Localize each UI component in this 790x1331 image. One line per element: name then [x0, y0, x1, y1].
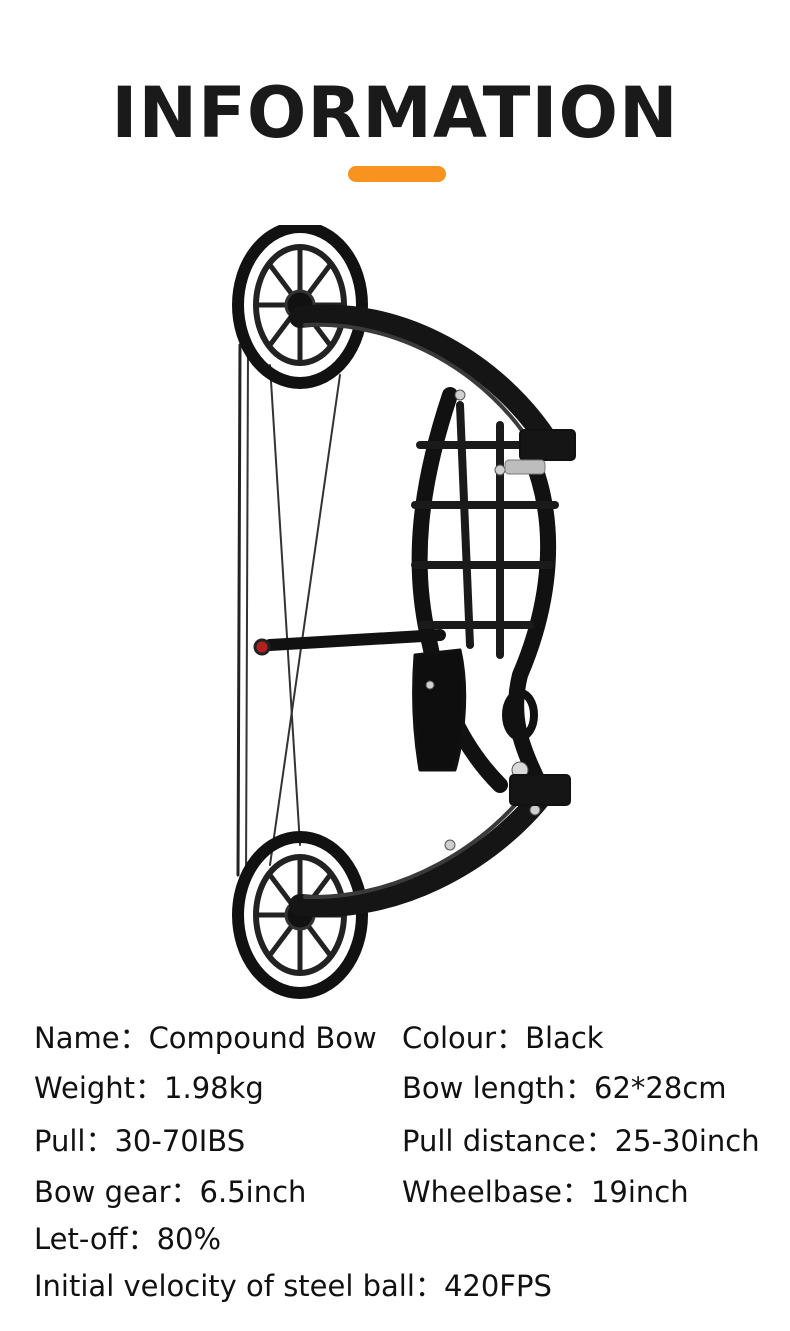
spec-pull-distance-value: 25-30inch: [614, 1124, 760, 1158]
spec-wheelbase-value: 19inch: [590, 1175, 689, 1209]
page-title: INFORMATION: [111, 72, 679, 154]
spec-pull-label: Pull：: [34, 1124, 115, 1158]
spec-let-off: Let-off：80%: [34, 1221, 221, 1257]
compound-bow-image: [232, 225, 576, 999]
spec-wheelbase: Wheelbase：19inch: [402, 1174, 689, 1210]
spec-colour-value: Black: [525, 1021, 604, 1055]
spec-velocity-value: 420FPS: [443, 1269, 552, 1303]
spec-pull-value: 30-70IBS: [114, 1124, 246, 1158]
spec-velocity-label: Initial velocity of steel ball：: [34, 1269, 444, 1303]
spec-colour-label: Colour：: [402, 1021, 526, 1055]
spec-length-label: Bow length：: [402, 1071, 595, 1105]
spec-weight-value: 1.98kg: [164, 1071, 264, 1105]
spec-length: Bow length：62*28cm: [402, 1070, 727, 1106]
spec-pull: Pull：30-70IBS: [34, 1123, 245, 1159]
spec-length-value: 62*28cm: [594, 1071, 727, 1105]
spec-bow-gear-label: Bow gear：: [34, 1175, 200, 1209]
title-accent-bar: [348, 166, 446, 182]
spec-weight-label: Weight：: [34, 1071, 165, 1105]
spec-bow-gear-value: 6.5inch: [199, 1175, 307, 1209]
spec-let-off-label: Let-off：: [34, 1222, 157, 1256]
spec-colour: Colour：Black: [402, 1020, 604, 1056]
spec-pull-distance: Pull distance：25-30inch: [402, 1123, 760, 1159]
spec-name: Name：Compound Bow: [34, 1020, 377, 1056]
spec-velocity: Initial velocity of steel ball：420FPS: [34, 1268, 552, 1304]
spec-name-value: Compound Bow: [148, 1021, 377, 1055]
spec-wheelbase-label: Wheelbase：: [402, 1175, 591, 1209]
spec-pull-distance-label: Pull distance：: [402, 1124, 615, 1158]
spec-let-off-value: 80%: [156, 1222, 222, 1256]
spec-name-label: Name：: [34, 1021, 149, 1055]
spec-weight: Weight：1.98kg: [34, 1070, 264, 1106]
spec-bow-gear: Bow gear：6.5inch: [34, 1174, 306, 1210]
